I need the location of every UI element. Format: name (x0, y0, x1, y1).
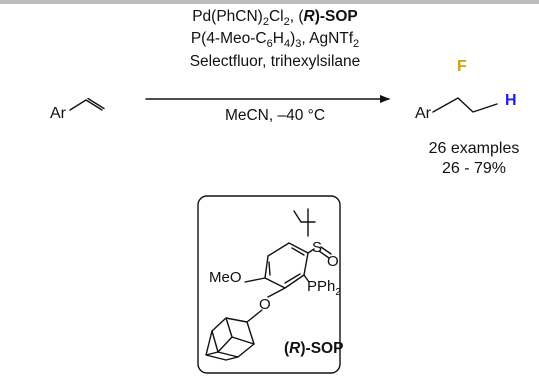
ligand-box (197, 195, 341, 374)
reagents-line-3: Selectfluor, trihexylsilane (189, 53, 361, 70)
vinyl-bond (69, 99, 103, 111)
ligand-name-label: (R)-SOP (284, 340, 344, 357)
benzene-ring (264, 242, 309, 289)
reagents-line-2: P(4-Meo-C6H4)3, AgNTf2 (190, 30, 360, 51)
methoxy-label: MeO (209, 269, 242, 286)
product-fluorine-label: F (457, 58, 467, 75)
top-divider-bar (0, 0, 539, 4)
ether-oxygen-label: O (259, 296, 271, 313)
product-chain (432, 97, 498, 113)
sulfur-atom-label: S (312, 239, 323, 256)
yield-range: 26 - 79% (441, 160, 507, 177)
sulfinyl-oxygen-label: O (327, 253, 339, 270)
tert-butyl-group (293, 208, 316, 237)
diphenylphosphino-label: PPh2 (307, 278, 341, 298)
examples-count: 26 examples (428, 140, 520, 157)
product-hydrogen-label: H (505, 92, 517, 109)
product-aryl-label: Ar (415, 105, 431, 122)
reagents-line-1: Pd(PhCN)2Cl2, (R)-SOP (192, 8, 358, 29)
reaction-conditions: MeCN, –40 °C (224, 107, 326, 124)
substrate-aryl-label: Ar (50, 105, 66, 122)
vinyl-double-bond (87, 97, 105, 110)
